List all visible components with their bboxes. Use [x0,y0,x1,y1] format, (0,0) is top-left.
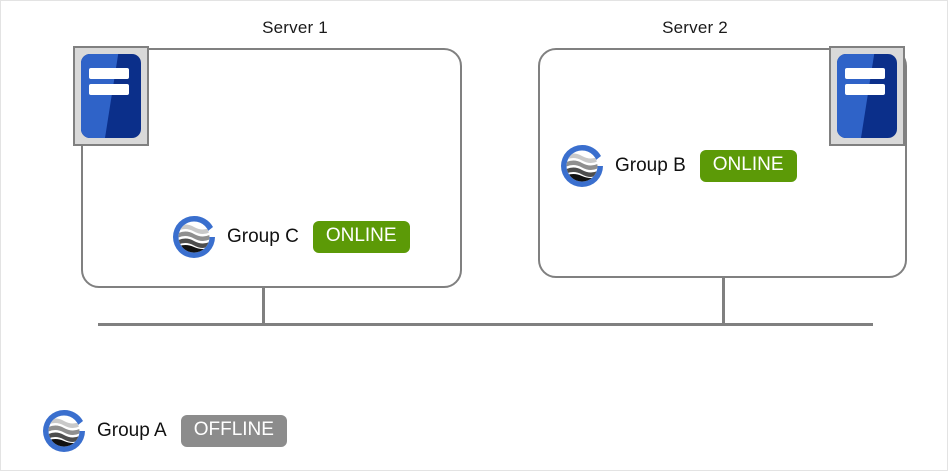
group-row-b[interactable]: Group B ONLINE [557,141,797,191]
group-label-b: Group B [615,155,686,176]
server-node-icon[interactable] [829,46,905,146]
connector-server-2 [722,278,725,325]
server-node-icon-body [837,54,897,138]
network-bus-line [98,323,873,326]
status-badge-a[interactable]: OFFLINE [180,415,287,447]
status-badge-b[interactable]: ONLINE [699,150,797,182]
connector-server-1 [262,288,265,325]
server-node-icon-bar-top [89,68,129,80]
group-row-c[interactable]: Group C ONLINE [169,212,410,262]
server-node-icon-bar-bottom [89,84,129,96]
server-1-title: Server 1 [262,18,328,37]
server-node-icon-bar-top [845,68,885,80]
server-node-icon-bar-bottom [845,84,885,96]
group-logo-icon [561,144,603,187]
group-logo-icon [43,409,85,452]
status-badge-c[interactable]: ONLINE [312,221,410,253]
group-label-a: Group A [97,420,167,441]
group-logo-icon [173,215,215,258]
group-row-a[interactable]: Group A OFFLINE [39,406,287,456]
server-node-icon[interactable] [73,46,149,146]
group-label-c: Group C [227,226,299,247]
server-node-icon-body [81,54,141,138]
server-2-title: Server 2 [662,18,728,37]
